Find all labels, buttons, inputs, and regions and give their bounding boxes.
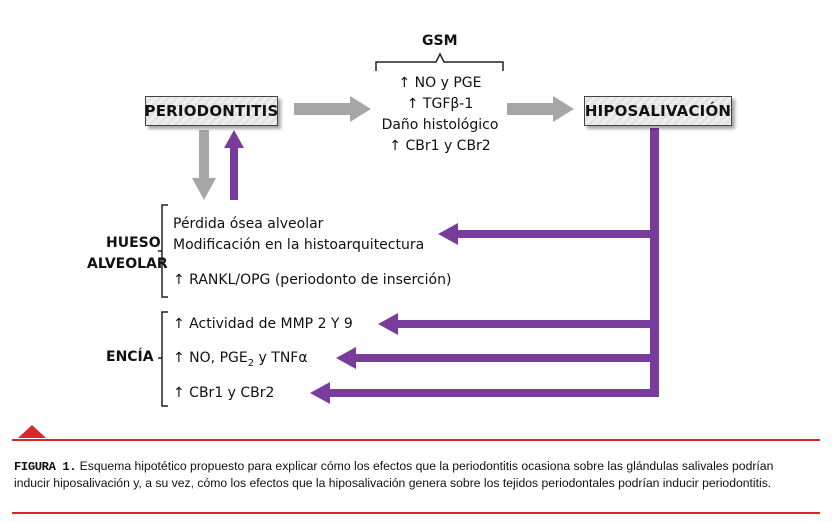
diagram: GSM ↑ NO y PGE ↑ TGFβ-1 Daño histológico… (87, 33, 732, 407)
gsm-label: GSM (422, 33, 458, 49)
encia-item-mmp: ↑ Actividad de MMP 2 Y 9 (173, 316, 353, 332)
caption-triangle-icon (18, 425, 46, 438)
caption-top-rule (12, 439, 820, 441)
gsm-item-tgf: ↑ TGFβ-1 (406, 96, 474, 112)
gray-arrow-down (192, 130, 216, 200)
hueso-item-rankl: ↑ RANKL/OPG (periodonto de inserción) (173, 272, 452, 288)
hueso-label-line2: ALVEOLAR (87, 256, 168, 272)
encia-item-no: ↑ NO, PGE2 y TNFα (173, 350, 308, 369)
purple-arrow-up (224, 130, 244, 200)
purple-vertical-line (650, 128, 659, 393)
gray-arrow-right-1 (294, 96, 371, 122)
caption-area: FIGURA 1. Esquema hipotético propuesto p… (0, 418, 832, 522)
figure-caption: FIGURA 1. Esquema hipotético propuesto p… (14, 459, 812, 491)
gsm-item-cbr: ↑ CBr1 y CBr2 (389, 138, 491, 154)
encia-label: ENCÍA (106, 349, 154, 365)
hueso-item-modificacion: Modificación en la histoarquitectura (173, 237, 425, 253)
encia-item-no-text-2: y TNFα (254, 350, 308, 366)
caption-body: Esquema hipotético propuesto para explic… (14, 459, 774, 490)
hueso-item-perdida: Pérdida ósea alveolar (173, 216, 324, 232)
gsm-item-no-pge: ↑ NO y PGE (398, 75, 482, 91)
box-hiposalivacion: HIPOSALIVACIÓN (584, 96, 732, 126)
purple-arrow-cbr (310, 382, 659, 404)
purple-arrow-hueso (438, 223, 659, 245)
caption-label: FIGURA 1. (14, 460, 77, 474)
box-periodontitis: PERIODONTITIS (145, 96, 278, 126)
hueso-bracket (161, 204, 168, 298)
encia-item-no-sub: 2 (247, 357, 255, 369)
gsm-item-dano: Daño histológico (381, 117, 499, 133)
caption-bottom-rule (12, 512, 820, 514)
gsm-brace (375, 52, 504, 71)
purple-arrow-no (336, 347, 659, 369)
encia-bracket (161, 311, 168, 407)
diagram-connectors (158, 52, 659, 407)
encia-item-cbr: ↑ CBr1 y CBr2 (173, 385, 275, 401)
encia-item-no-text: ↑ NO, PGE (173, 350, 248, 366)
gray-arrow-right-2 (507, 96, 574, 122)
purple-arrow-mmp (378, 313, 659, 335)
hueso-label-line1: HUESO (106, 235, 161, 251)
